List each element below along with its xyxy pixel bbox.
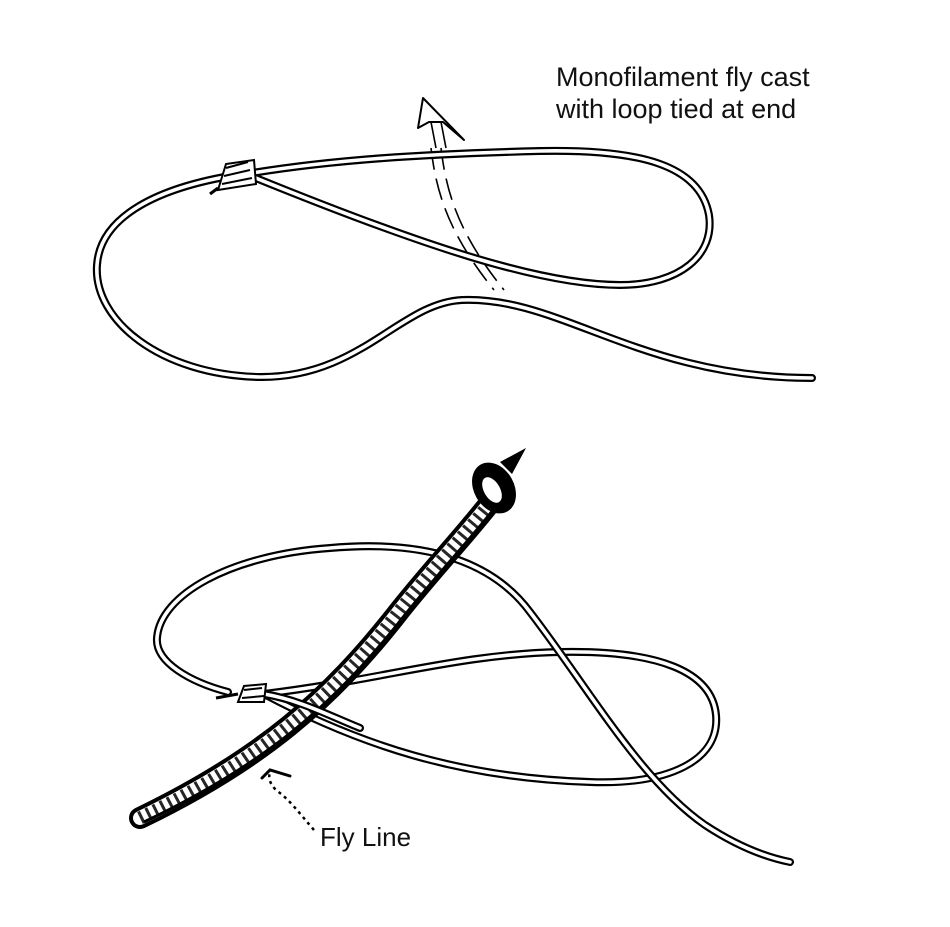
fly-line-label: Fly Line xyxy=(320,822,411,852)
top-panel: Monofilament fly cast with loop tied at … xyxy=(92,62,816,382)
fly-line xyxy=(129,479,511,829)
fly-line-end-knot-icon xyxy=(472,448,526,514)
bottom-panel: Fly Line xyxy=(129,448,794,866)
monofilament-loop xyxy=(242,146,714,289)
monofilament-upper-loop xyxy=(153,542,794,866)
monofilament-lower-loop xyxy=(260,647,721,787)
caption-line-1: Monofilament fly cast xyxy=(556,62,810,92)
loop-knot-icon xyxy=(209,158,258,196)
monofilament-main-line xyxy=(92,172,816,382)
pull-through-dashed-path xyxy=(430,147,505,291)
caption-line-2: with loop tied at end xyxy=(555,94,796,124)
monofilament-front-crossing xyxy=(260,690,364,732)
fly-line-pointer xyxy=(260,768,315,831)
upward-arrow-icon xyxy=(417,97,465,149)
lower-loop-knot-icon xyxy=(215,682,268,703)
